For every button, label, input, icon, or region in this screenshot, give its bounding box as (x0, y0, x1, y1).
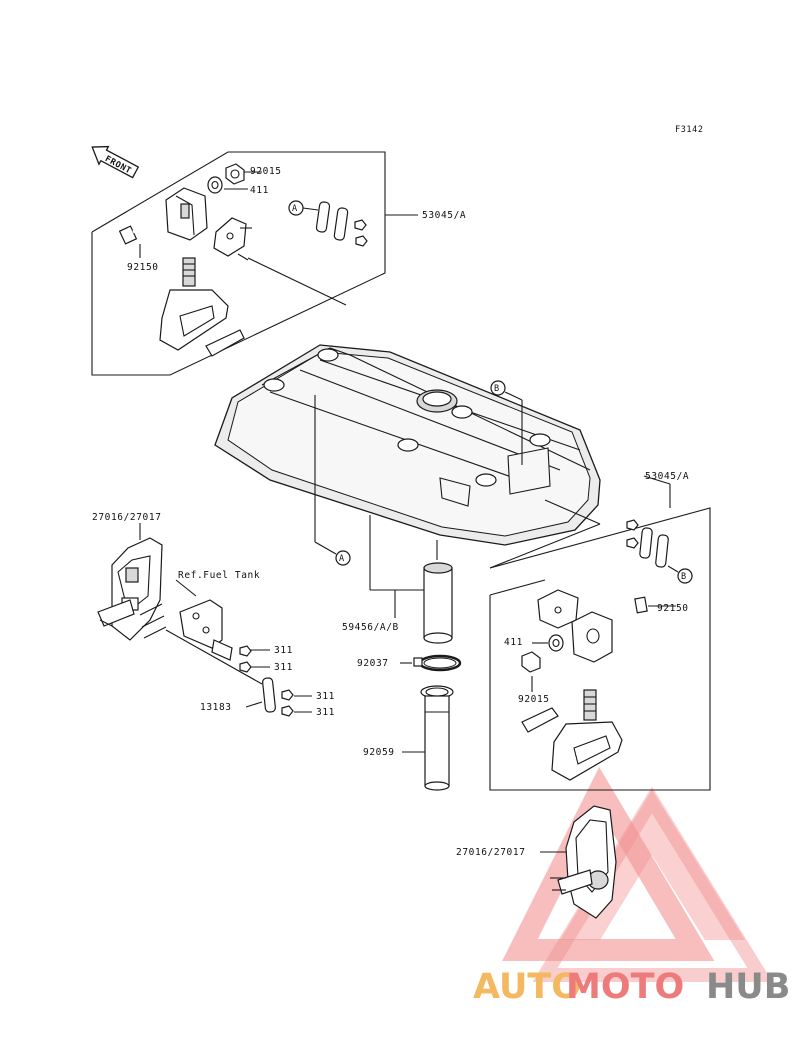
figure-code: F3142 (675, 125, 704, 135)
watermark-text-moto: MOTO (566, 967, 684, 1007)
rubber-mount-top (165, 187, 208, 241)
bolt-92150-right (609, 596, 648, 614)
plate-right-2 (655, 534, 669, 568)
upper-detail-frame (91, 151, 386, 376)
ref-b-circle-right (677, 568, 693, 584)
nut-92015-top (225, 163, 245, 185)
fuel-tank (214, 344, 601, 546)
pipe-59456 (423, 540, 453, 644)
label-ref-b-tank: B (494, 384, 500, 394)
watermark-logo (502, 767, 773, 982)
label-ref-fuel-tank: Ref.Fuel Tank (178, 570, 260, 581)
nut-311-d (281, 705, 294, 717)
plate-top-1 (315, 201, 331, 233)
watermark-text-auto: AUTO (473, 967, 581, 1007)
stud-base-right (521, 689, 623, 781)
washer-411-right (548, 634, 564, 652)
label-ref-a-top: A (292, 204, 298, 214)
label-311-d: 311 (316, 707, 335, 718)
plate-13183 (262, 677, 276, 713)
nut-92015-right (521, 651, 541, 673)
label-59456: 59456/A/B (342, 622, 399, 633)
plate-top-2 (333, 207, 349, 241)
label-ref-b-right: B (681, 572, 687, 582)
label-92150-right: 92150 (657, 603, 689, 614)
rubber-mount-right (571, 611, 613, 663)
plate-right-1 (639, 527, 653, 559)
bolt-92150-top (118, 214, 169, 245)
bracket-27016-left (97, 537, 163, 641)
label-53045a-top: 53045/A (422, 210, 466, 221)
clamp-92037 (413, 654, 462, 672)
nut-311-b (239, 661, 252, 673)
label-53045a-right: 53045/A (645, 471, 689, 482)
ref-b-circle-tank (490, 380, 506, 396)
front-arrow-icon: FRONT (91, 145, 140, 179)
label-92059: 92059 (363, 747, 395, 758)
small-bracket-top (213, 217, 252, 261)
label-27016-left: 27016/27017 (92, 512, 162, 523)
nut-311-a (239, 645, 252, 657)
label-92150-top: 92150 (127, 262, 159, 273)
label-411-right: 411 (504, 637, 523, 648)
hose-92059 (420, 685, 454, 791)
right-detail-frame (489, 507, 711, 791)
label-92015-right: 92015 (518, 694, 550, 705)
label-311-c: 311 (316, 691, 335, 702)
label-27016-bottom: 27016/27017 (456, 847, 526, 858)
label-311-a: 311 (274, 645, 293, 656)
studs-left (139, 603, 167, 639)
label-ref-a-lower: A (339, 554, 345, 564)
label-411-top: 411 (250, 185, 269, 196)
washer-411-top (207, 176, 223, 194)
fuel-tank-bracket-ref (179, 599, 233, 661)
bracket-27016-bottom (550, 805, 617, 919)
label-311-b: 311 (274, 662, 293, 673)
label-92015-top: 92015 (250, 166, 282, 177)
label-13183: 13183 (200, 702, 232, 713)
nut-311-c (281, 689, 294, 701)
watermark-text-hub: HUB (706, 967, 790, 1007)
label-92037: 92037 (357, 658, 389, 669)
ref-a-circle-lower (335, 550, 351, 566)
stud-base-top (159, 257, 245, 357)
